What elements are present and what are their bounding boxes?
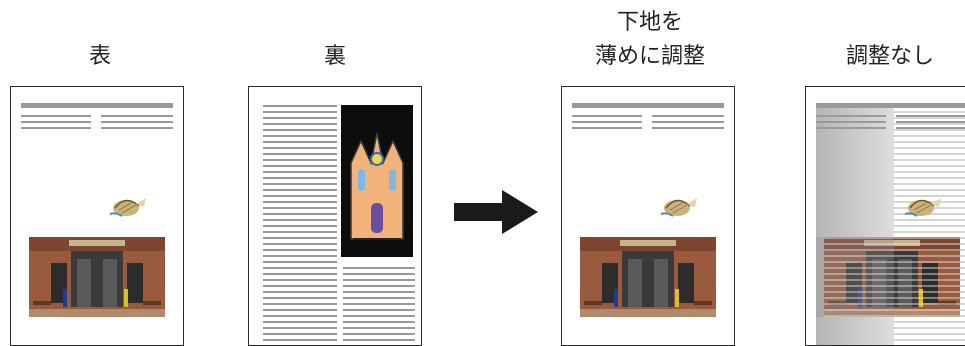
text-line — [572, 121, 642, 123]
text-line — [816, 121, 886, 123]
show-through-lines-photo — [824, 237, 960, 317]
text-line — [101, 115, 173, 117]
show-through-overlay — [816, 237, 894, 317]
header-bar — [572, 103, 724, 108]
text-line — [21, 115, 91, 117]
text-line — [816, 115, 886, 117]
text-line — [896, 115, 965, 117]
text-column-right — [343, 267, 415, 345]
header-bar — [816, 103, 965, 108]
text-line — [572, 115, 642, 117]
text-line — [101, 127, 173, 129]
text-line — [572, 127, 642, 129]
shell-icon — [904, 198, 941, 217]
text-line — [896, 121, 965, 123]
text-line — [816, 127, 886, 129]
text-line — [21, 127, 91, 129]
shell-icon — [660, 198, 697, 217]
page-front — [10, 86, 184, 346]
text-line — [896, 127, 965, 129]
text-line — [652, 115, 724, 117]
storefront-photo — [824, 237, 960, 317]
page-back — [248, 86, 422, 346]
label-no-adjust: 調整なし — [845, 44, 934, 69]
right-arrow-icon — [454, 190, 538, 234]
label-adjusted-line2: 薄めに調整 — [594, 44, 705, 69]
label-front: 表 — [88, 44, 111, 69]
text-line — [652, 121, 724, 123]
page-no-adjust — [805, 86, 965, 346]
text-column-left — [263, 105, 337, 345]
header-bar — [21, 103, 173, 108]
shell-icon — [109, 198, 146, 217]
church-image — [350, 132, 404, 240]
text-line — [21, 121, 91, 123]
text-line — [101, 121, 173, 123]
text-line — [652, 127, 724, 129]
storefront-photo — [29, 237, 165, 317]
storefront-photo — [580, 237, 716, 317]
page-adjusted — [561, 86, 735, 346]
label-back: 裏 — [323, 44, 346, 69]
label-adjusted-line1: 下地を — [616, 10, 683, 35]
